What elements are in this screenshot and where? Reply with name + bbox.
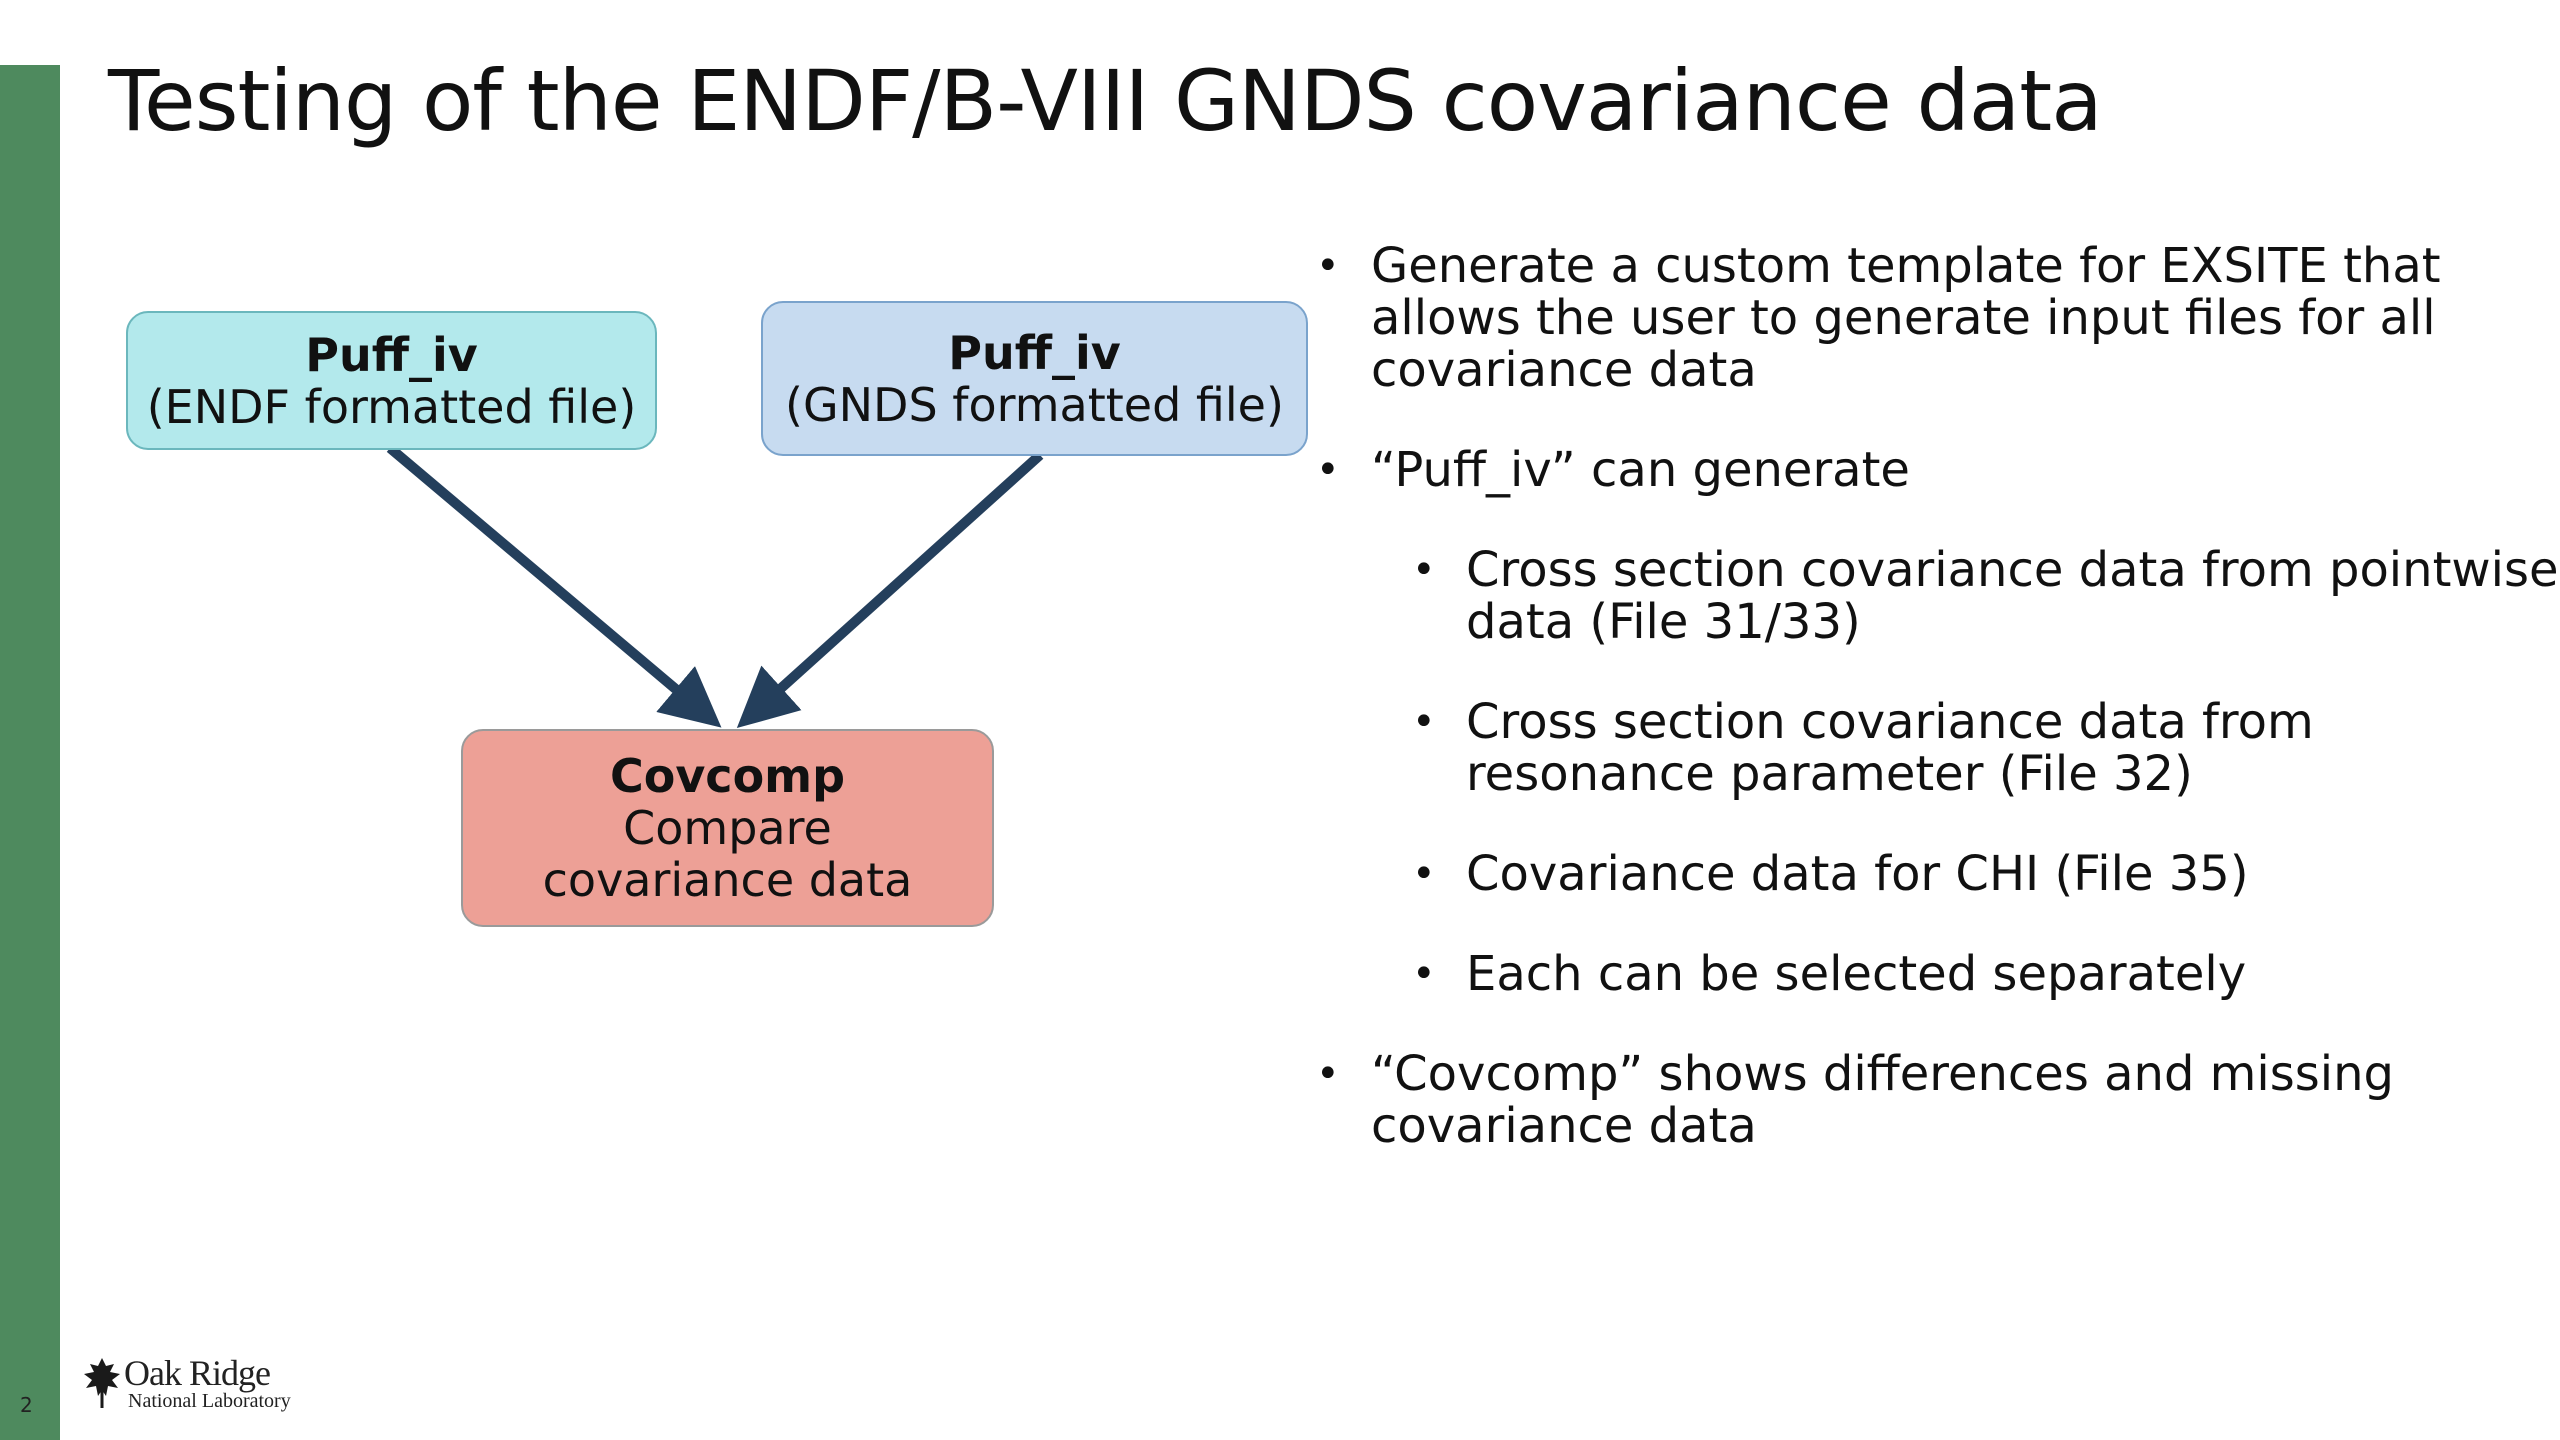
- puff-iv-endf-subtitle: (ENDF formatted file): [146, 379, 637, 434]
- oak-leaf-icon: [84, 1358, 120, 1408]
- bullet-list: • Generate a custom template for EXSITE …: [1310, 240, 2560, 1200]
- arrow-endf-to-covcomp: [386, 444, 722, 728]
- bullet-dot-icon: •: [1412, 851, 1436, 897]
- puff-iv-gnds-subtitle: (GNDS formatted file): [785, 377, 1284, 432]
- bullet-text: “Puff_iv” can generate: [1371, 442, 1910, 498]
- puff-iv-endf-box: Puff_iv (ENDF formatted file): [126, 311, 657, 450]
- logo-line2: National Laboratory: [128, 1390, 291, 1412]
- bullet-text: Covariance data for CHI (File 35): [1466, 846, 2249, 902]
- bullet-dot-icon: •: [1412, 951, 1436, 997]
- bullet-item: • “Puff_iv” can generate: [1310, 444, 2560, 496]
- bullet-dot-icon: •: [1412, 547, 1436, 593]
- logo-line1: Oak Ridge: [124, 1353, 271, 1393]
- bullet-text: “Covcomp” shows differences and missing …: [1371, 1046, 2394, 1154]
- diagram-arrows: [386, 444, 1044, 729]
- bullet-dot-icon: •: [1316, 447, 1340, 493]
- bullet-dot-icon: •: [1316, 243, 1340, 289]
- arrow-gnds-to-covcomp: [736, 451, 1044, 729]
- bullet-text: Cross section covariance data from point…: [1466, 542, 2559, 650]
- bullet-dot-icon: •: [1316, 1051, 1340, 1097]
- flow-diagram: Puff_iv (ENDF formatted file) Puff_iv (G…: [0, 0, 1308, 1000]
- bullet-text: Generate a custom template for EXSITE th…: [1371, 238, 2441, 398]
- bullet-dot-icon: •: [1412, 699, 1436, 745]
- sub-bullet-item: • Each can be selected separately: [1310, 948, 2560, 1000]
- puff-iv-gnds-title: Puff_iv: [948, 325, 1121, 380]
- accent-bar: [0, 65, 60, 1440]
- puff-iv-endf-title: Puff_iv: [305, 327, 478, 382]
- covcomp-line1: Compare: [623, 801, 832, 855]
- bullet-text: Each can be selected separately: [1466, 946, 2247, 1002]
- bullet-item: • “Covcomp” shows differences and missin…: [1310, 1048, 2560, 1152]
- sub-bullet-item: • Cross section covariance data from poi…: [1310, 544, 2560, 648]
- covcomp-line2: covariance data: [542, 853, 913, 907]
- puff-iv-gnds-box: Puff_iv (GNDS formatted file): [761, 301, 1308, 456]
- bullet-item: • Generate a custom template for EXSITE …: [1310, 240, 2560, 396]
- ornl-logo: Oak Ridge National Laboratory: [82, 1352, 342, 1422]
- page-number: 2: [20, 1393, 33, 1417]
- covcomp-title: Covcomp: [609, 749, 846, 803]
- covcomp-box: Covcomp Compare covariance data: [461, 729, 994, 927]
- sub-bullet-item: • Cross section covariance data from res…: [1310, 696, 2560, 800]
- bullet-text: Cross section covariance data from reson…: [1466, 694, 2314, 802]
- slide-title: Testing of the ENDF/B-VIII GNDS covarian…: [108, 52, 2103, 150]
- sub-bullet-item: • Covariance data for CHI (File 35): [1310, 848, 2560, 900]
